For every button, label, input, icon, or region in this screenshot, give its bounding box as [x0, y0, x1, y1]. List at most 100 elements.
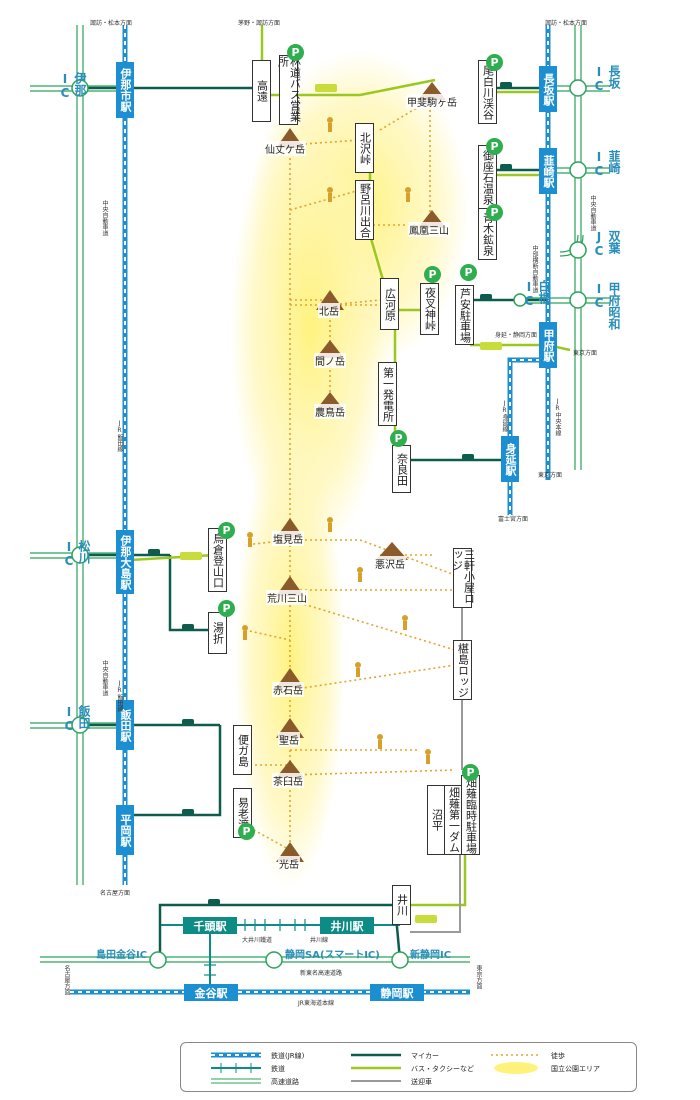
mountain-arakawa: 荒川三山: [266, 590, 308, 605]
mountain-ainodake: 間ノ岳: [314, 353, 346, 368]
mountain-hosho: 鳳凰三山: [408, 222, 450, 237]
mountain-tekari: 光岳: [278, 856, 300, 871]
stop-numahira[interactable]: 沼平: [427, 785, 446, 855]
stop-narada[interactable]: 奈良田: [392, 445, 411, 493]
stop-bengajima[interactable]: 便ガ島: [233, 725, 252, 775]
legend-rail: 鉄道: [271, 1065, 285, 1073]
station-minobu[interactable]: 身延駅: [501, 436, 519, 482]
station-nagasaka[interactable]: 長坂駅: [539, 66, 557, 112]
line-label: JR東海道本線: [298, 1000, 334, 1007]
line-label: 中央自動車道: [101, 660, 108, 696]
legend-park: 国立公園エリア: [551, 1065, 600, 1073]
station-hiraoka[interactable]: 平岡駅: [116, 805, 134, 855]
stop-hatanagi-dam[interactable]: 畑薙第一ダム: [444, 785, 463, 855]
parking-icon: P: [218, 600, 235, 617]
legend-swatches: [211, 1052, 541, 1084]
mountain-kaikoma: 甲斐駒ヶ岳: [406, 94, 458, 109]
line-label: 名古屋方面: [63, 965, 70, 995]
ic-label-shimada: 島田金谷IC: [96, 950, 148, 961]
parking-icon: P: [486, 204, 503, 221]
ic-label-shirane: 白根IC: [522, 280, 551, 308]
parking-icon: P: [424, 266, 441, 283]
stop-ashiyasu[interactable]: 芦安駐車場: [455, 285, 474, 345]
station-kanaya[interactable]: 金谷駅: [184, 984, 238, 1001]
stop-daiichi[interactable]: 第一発電所: [378, 362, 397, 426]
ic-label-shizuoka-sa: 静岡SA(スマートIC): [285, 950, 380, 961]
station-iida[interactable]: 飯田駅: [116, 700, 134, 750]
ic-label-iida: 飯田IC: [62, 705, 91, 733]
line-label: 東京方面: [573, 350, 598, 357]
hiker-icons: [242, 117, 431, 764]
ic-label-ina: 伊那IC: [58, 72, 87, 100]
line-label: JR身延線: [501, 400, 508, 432]
parking-icon: P: [390, 430, 407, 447]
ic-label-futaba: 双葉JC: [592, 230, 621, 258]
mountain-hijiri: 聖岳: [278, 732, 300, 747]
parking-icon: P: [287, 44, 304, 61]
line-label: 中央自動車道: [589, 195, 596, 231]
ic-label-shinshizuoka: 新静岡IC: [410, 950, 452, 961]
mountain-chausu: 茶臼岳: [272, 773, 304, 788]
station-kofu[interactable]: 甲府駅: [539, 322, 557, 368]
stop-yashajin[interactable]: 夜叉神峠: [420, 283, 439, 335]
line-label: 名古屋方面: [100, 890, 131, 897]
ic-label-matsukawa: 松川IC: [62, 540, 91, 568]
mountain-nodori: 農鳥岳: [314, 404, 346, 419]
national-park-area: [230, 50, 470, 890]
mountain-senjo: 仙丈ケ岳: [264, 141, 306, 156]
mountain-icon: [376, 542, 408, 560]
stop-sanken[interactable]: 三軒小屋ロッジ: [451, 548, 476, 608]
stop-ikawa[interactable]: 井川: [392, 885, 411, 925]
car-routes: [82, 86, 548, 961]
stop-kitazawa[interactable]: 北沢峠: [355, 123, 374, 173]
line-label: 東京方面: [538, 472, 563, 479]
line-label: 大井川鐵道: [242, 937, 273, 944]
legend-box: 鉄道(JR線) 鉄道 高速道路 マイカー バス・タクシーなど 送迎車 徒歩 国立…: [180, 1042, 637, 1092]
line-label: 中部横断自動車道: [531, 245, 538, 293]
station-inashi[interactable]: 伊那市駅: [116, 62, 134, 118]
legend-trail: 徒歩: [551, 1052, 565, 1060]
legend-shuttle: 送迎車: [411, 1078, 432, 1086]
mountain-warusawa: 悪沢岳: [374, 556, 406, 571]
line-label: 井川線: [310, 937, 329, 944]
legend-jr: 鉄道(JR線): [271, 1052, 305, 1060]
direction-label: 諏訪・松本方面: [545, 20, 588, 27]
line-label: 身延・静岡方面: [495, 332, 538, 339]
line-label: 東京方面: [475, 965, 482, 989]
direction-label: 茅野・諏訪方面: [238, 20, 281, 27]
ic-label-kofu-showa: 甲府昭和IC: [592, 282, 621, 330]
stop-nobarogawa[interactable]: 野呂川出合: [355, 180, 374, 240]
stop-hatanagi[interactable]: 畑薙臨時駐車場: [461, 775, 480, 855]
station-senzu[interactable]: 千頭駅: [183, 917, 237, 934]
mountain-kita: 北岳: [318, 303, 340, 318]
stop-hirogawara[interactable]: 広河原: [380, 278, 399, 330]
stop-tsurushima[interactable]: 椹島ロッジ: [453, 640, 472, 700]
vehicle-icons: [148, 82, 512, 923]
stop-yuori[interactable]: 湯折: [208, 612, 227, 654]
line-label: 新東名高速道路: [300, 970, 343, 977]
parking-icon: P: [462, 764, 479, 781]
stop-takato[interactable]: 高遠: [252, 60, 271, 122]
parking-icon: P: [486, 138, 503, 155]
line-label: JR飯田線: [116, 420, 123, 452]
station-shizuoka[interactable]: 静岡駅: [370, 984, 424, 1001]
legend-car: マイカー: [411, 1052, 439, 1060]
station-inaoshima[interactable]: 伊那大島駅: [116, 530, 134, 594]
parking-icon: P: [218, 522, 235, 539]
stop-rindo-bus[interactable]: 林道バス営業所: [277, 55, 302, 125]
ic-label-nirasaki: 韮崎IC: [592, 150, 621, 178]
interchange-nodes: [71, 79, 587, 969]
line-label: 中央自動車道: [101, 200, 108, 236]
parking-icon: P: [486, 54, 503, 71]
legend-expressway: 高速道路: [271, 1078, 299, 1086]
station-nirasaki[interactable]: 韮崎駅: [539, 148, 557, 194]
station-ikawa[interactable]: 井川駅: [320, 917, 374, 934]
mountain-shiomi: 塩見岳: [272, 531, 304, 546]
mountain-akaishi: 赤石岳: [272, 682, 304, 697]
line-label: 富士宮方面: [498, 516, 529, 523]
direction-label: 諏訪・松本方面: [90, 20, 133, 27]
line-label: JR飯田線: [116, 680, 123, 712]
stop-obashiri[interactable]: 尾白川渓谷: [478, 60, 497, 124]
stop-torikura[interactable]: 鳥倉登山口: [208, 528, 227, 592]
ic-label-nagasaka: 長坂IC: [592, 65, 621, 93]
